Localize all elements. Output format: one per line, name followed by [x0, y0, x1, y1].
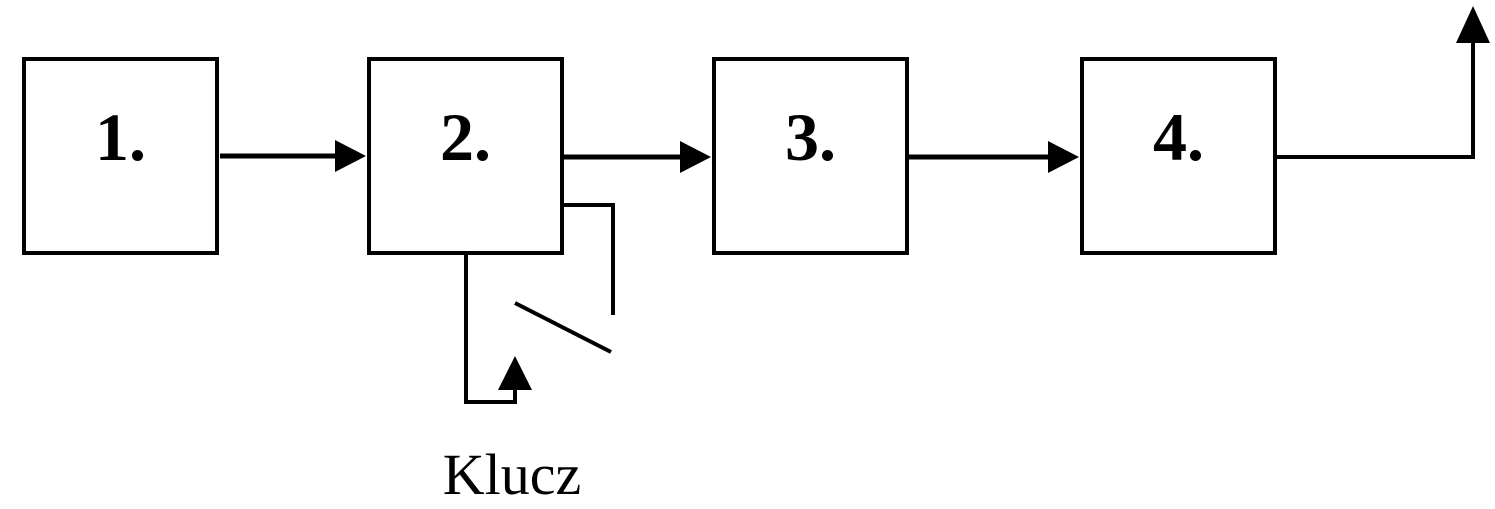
switch-blade-icon [514, 301, 612, 354]
key-arrow [464, 251, 532, 404]
node-1-label: 1. [95, 99, 146, 175]
arrow-2-to-3 [562, 141, 711, 173]
key-label: Klucz [442, 442, 582, 507]
switch-feed-line [562, 203, 615, 315]
node-1: 1. [22, 57, 219, 255]
node-4-label: 4. [1153, 99, 1204, 175]
node-3-label: 3. [785, 99, 836, 175]
arrow-3-to-4 [907, 141, 1079, 173]
node-2-label: 2. [440, 99, 491, 175]
output-arrow [1275, 6, 1490, 159]
node-4: 4. [1080, 57, 1277, 255]
arrow-1-to-2 [220, 140, 366, 172]
node-3: 3. [712, 57, 909, 255]
node-2: 2. [367, 57, 564, 255]
